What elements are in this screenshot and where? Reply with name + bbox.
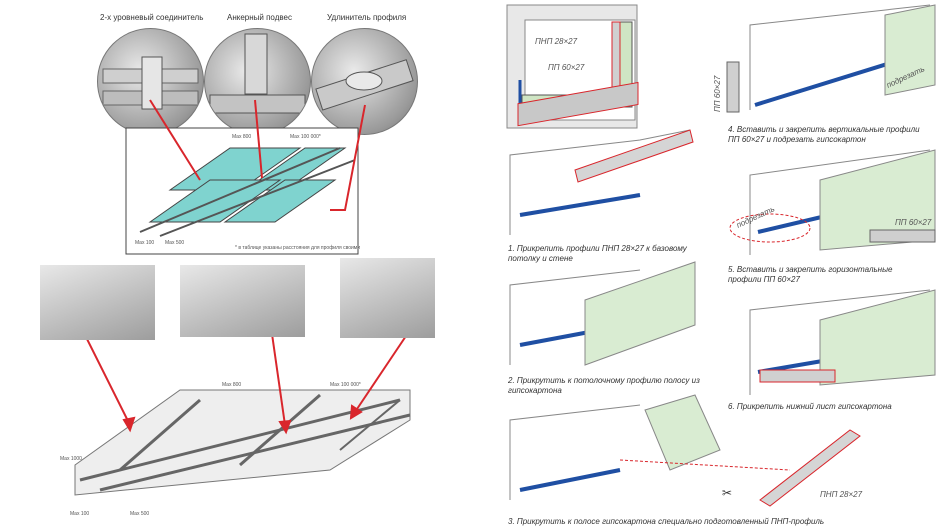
label-pp-vertical: ПП 60×27 xyxy=(713,75,722,112)
connector-drawing xyxy=(102,56,199,110)
photo-cross-connector xyxy=(180,265,305,337)
step-caption-3: 3. Прикрутить к полосе гипсокартона спец… xyxy=(508,517,825,526)
step-panel-2 xyxy=(509,261,696,366)
upper-arrows xyxy=(149,99,366,211)
step-caption-5: 5. Вставить и закрепить горизонтальные п… xyxy=(728,265,893,284)
step-caption-1: 1. Прикрепить профили ПНП 28×27 к базово… xyxy=(508,244,687,263)
lower-dim-1: Max 100 000* xyxy=(330,382,361,388)
step-caption-6: 6. Прикрепить нижний лист гипсокартона xyxy=(728,402,892,411)
photo-two-level-connector xyxy=(97,28,204,135)
step-panel-3 xyxy=(509,394,861,507)
upper-dim-3: Max 500 xyxy=(165,240,184,246)
lower-dim-4: Max 1000 xyxy=(60,456,82,462)
label-pp-horizontal: ПП 60×27 xyxy=(895,218,932,227)
upper-dim-0: Max 800 xyxy=(232,134,251,140)
lower-dim-0: Max 800 xyxy=(222,382,241,388)
step-panel-1 xyxy=(509,81,694,235)
label-pnp-bottom: ПНП 28×27 xyxy=(820,490,863,499)
step-panel-5 xyxy=(729,149,936,255)
label-profile-extender: Удлинитель профиля xyxy=(327,13,407,22)
label-cut-2: подрезать xyxy=(735,204,776,229)
photo-profile-extender xyxy=(311,28,418,135)
step-caption-2: 2. Прикрутить к потолочному профилю поло… xyxy=(508,376,700,395)
lower-dim-2: Max 100 xyxy=(70,511,89,517)
hanger-drawing xyxy=(209,33,306,114)
step-panel-6 xyxy=(749,289,936,395)
lower-dim-3: Max 500 xyxy=(130,511,149,517)
upper-dim-1: Max 100 000* xyxy=(290,134,321,140)
lower-arrows xyxy=(74,314,411,435)
photo-joint-profile xyxy=(40,265,155,340)
photo-hanger-profile xyxy=(340,258,435,338)
step-caption-4: 4. Вставить и закрепить вертикальные про… xyxy=(728,125,920,144)
scissors-icon: ✂ xyxy=(722,486,732,500)
upper-plan-boards xyxy=(139,147,356,237)
label-anchor-hanger: Анкерный подвес xyxy=(227,13,292,22)
label-pnp-top: ПНП 28×27 xyxy=(535,37,578,46)
lower-plan xyxy=(74,389,411,496)
label-two-level-connector: 2-х уровневый соединитель xyxy=(100,13,204,22)
upper-dim-2: Max 100 xyxy=(135,240,154,246)
upper-footnote: * в таблице указаны расстояния для профи… xyxy=(235,245,360,251)
extender-drawing xyxy=(315,59,414,111)
label-pp-top: ПП 60×27 xyxy=(548,63,585,72)
step-panel-4 xyxy=(726,4,936,113)
